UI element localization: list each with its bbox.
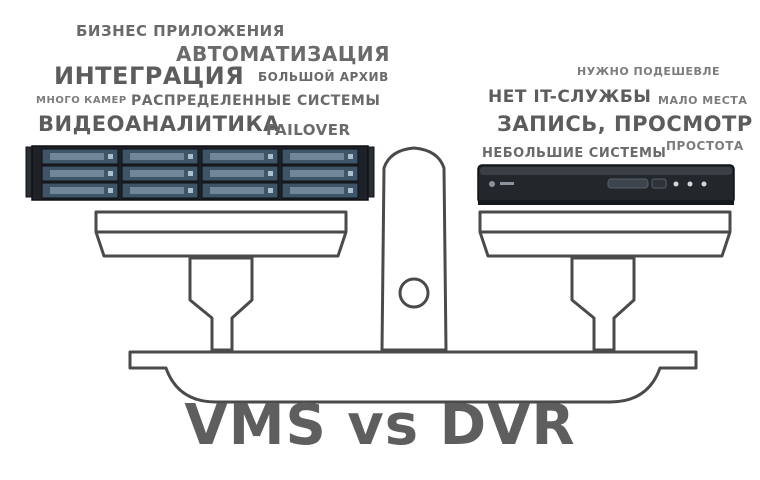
vms-keyword-automation: АВТОМАТИЗАЦИЯ [176, 42, 391, 66]
vms-keyword-failover: FAILOVER [266, 121, 351, 139]
vms-keyword-large-archive: БОЛЬШОЙ АРХИВ [258, 70, 389, 84]
page-title: VMS vs DVR [184, 393, 576, 458]
dvr-recorder [477, 164, 735, 205]
drive-bay-grill [130, 153, 184, 160]
vms-rack-server [25, 145, 375, 201]
drive-bay-grill [290, 153, 344, 160]
drive-bay-latch [268, 188, 273, 193]
drive-bay-latch [348, 171, 353, 176]
right-scale-pan [478, 210, 732, 258]
dvr-keyword-no-it-service: НЕТ IT-СЛУЖБЫ [488, 87, 652, 107]
vms-keyword-video-analytics: ВИДЕОАНАЛИТИКА [38, 112, 280, 136]
left-pan-support-column [188, 256, 254, 352]
drive-bay-grill [210, 187, 264, 194]
drive-bay-latch [348, 154, 353, 159]
drive-bay-grill [130, 187, 184, 194]
drive-bay-grill [210, 153, 264, 160]
drive-bay-grill [210, 170, 264, 177]
dvr-keyword-cheaper: НУЖНО ПОДЕШЕВЛЕ [577, 65, 721, 78]
drive-bay-latch [108, 154, 113, 159]
vms-keyword-many-cameras: МНОГО КАМЕР [36, 95, 127, 106]
dvr-keyword-small-systems: НЕБОЛЬШИЕ СИСТЕМЫ [482, 146, 667, 161]
vms-keyword-integration: ИНТЕГРАЦИЯ [54, 62, 245, 90]
drive-bay-latch [188, 154, 193, 159]
left-scale-pan [94, 210, 348, 258]
vms-keyword-business-apps: БИЗНЕС ПРИЛОЖЕНИЯ [76, 22, 285, 40]
scale-base [128, 350, 698, 404]
dvr-keyword-simplicity: ПРОСТОТА [666, 139, 744, 153]
drive-bay-grill [50, 187, 104, 194]
drive-bay-latch [268, 154, 273, 159]
drive-bay-grill [50, 170, 104, 177]
drive-bay-grill [50, 153, 104, 160]
right-pan-support-column [570, 256, 636, 352]
drive-bay-latch [188, 171, 193, 176]
drive-bay-latch [268, 171, 273, 176]
central-pillar [380, 146, 448, 352]
drive-bay-latch [188, 188, 193, 193]
drive-bay-grill [130, 170, 184, 177]
vms-keyword-distributed-systems: РАСПРЕДЕЛЕННЫЕ СИСТЕМЫ [131, 93, 381, 109]
dvr-keyword-record-view: ЗАПИСЬ, ПРОСМОТР [497, 112, 753, 136]
dvr-keyword-little-space: МАЛО МЕСТА [658, 94, 748, 107]
drive-bay-latch [348, 188, 353, 193]
pillar-pivot [398, 277, 430, 309]
drive-bay-grill [290, 187, 344, 194]
drive-bay-latch [108, 171, 113, 176]
drive-bay-grill [290, 170, 344, 177]
drive-bay-latch [108, 188, 113, 193]
